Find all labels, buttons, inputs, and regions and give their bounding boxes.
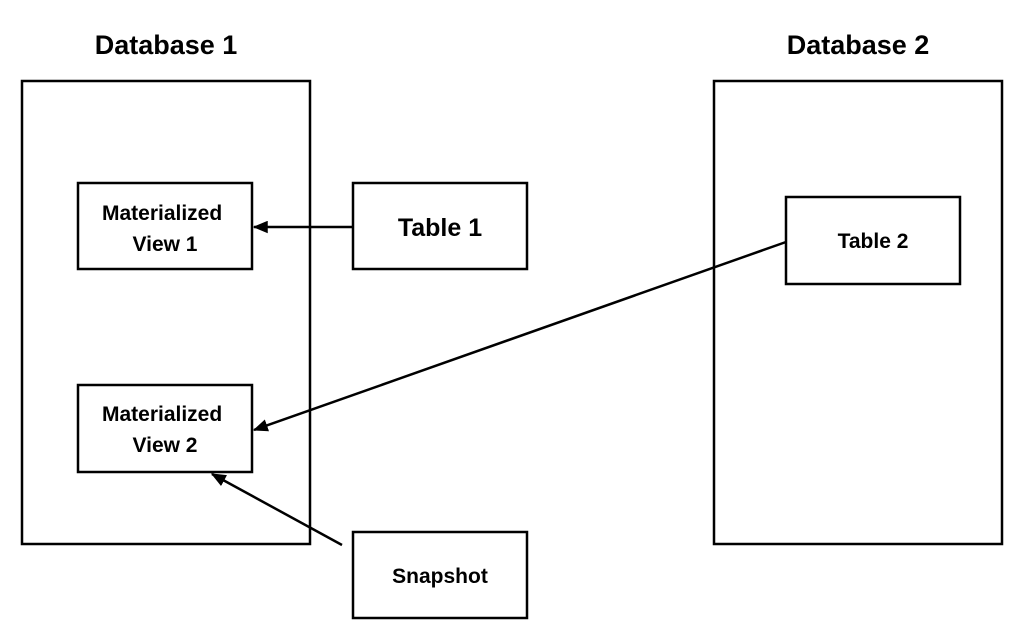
database-2-title: Database 2 (787, 30, 930, 60)
materialized-view-2-label-line-1: Materialized (102, 403, 222, 426)
table-2-node: Table 2 (784, 195, 962, 286)
table-1-box (351, 181, 529, 271)
table-1-node: Table 1 (351, 181, 529, 271)
materialized-view-2-label-line-2: View 2 (133, 434, 198, 457)
table-2-box (784, 195, 962, 286)
edge-snapshot-to-materialized-view-2 (210, 472, 343, 547)
materialized-view-1-node: Materialized View 1 (76, 181, 254, 271)
database-2-container: Database 2 (712, 30, 1004, 546)
materialized-view-1-box (76, 181, 254, 271)
snapshot-box (351, 530, 529, 620)
snapshot-node: Snapshot (351, 530, 529, 620)
database-1-frame (20, 79, 312, 546)
materialized-view-2-node: Materialized View 2 (76, 383, 254, 474)
table-1-label: Table 1 (398, 214, 482, 242)
materialized-view-2-box (76, 383, 254, 474)
materialized-view-2-label: Materialized View 2 (102, 403, 228, 457)
snapshot-label: Snapshot (392, 565, 488, 588)
materialized-view-1-label-line-1: Materialized (102, 202, 222, 225)
table-2-label: Table 2 (838, 230, 909, 253)
database-2-frame (712, 79, 1004, 546)
database-1-title: Database 1 (95, 30, 238, 60)
edge-table-2-to-materialized-view-2 (252, 240, 787, 432)
materialized-view-1-label-line-2: View 1 (133, 233, 198, 256)
materialized-view-1-label: Materialized View 1 (102, 202, 228, 256)
